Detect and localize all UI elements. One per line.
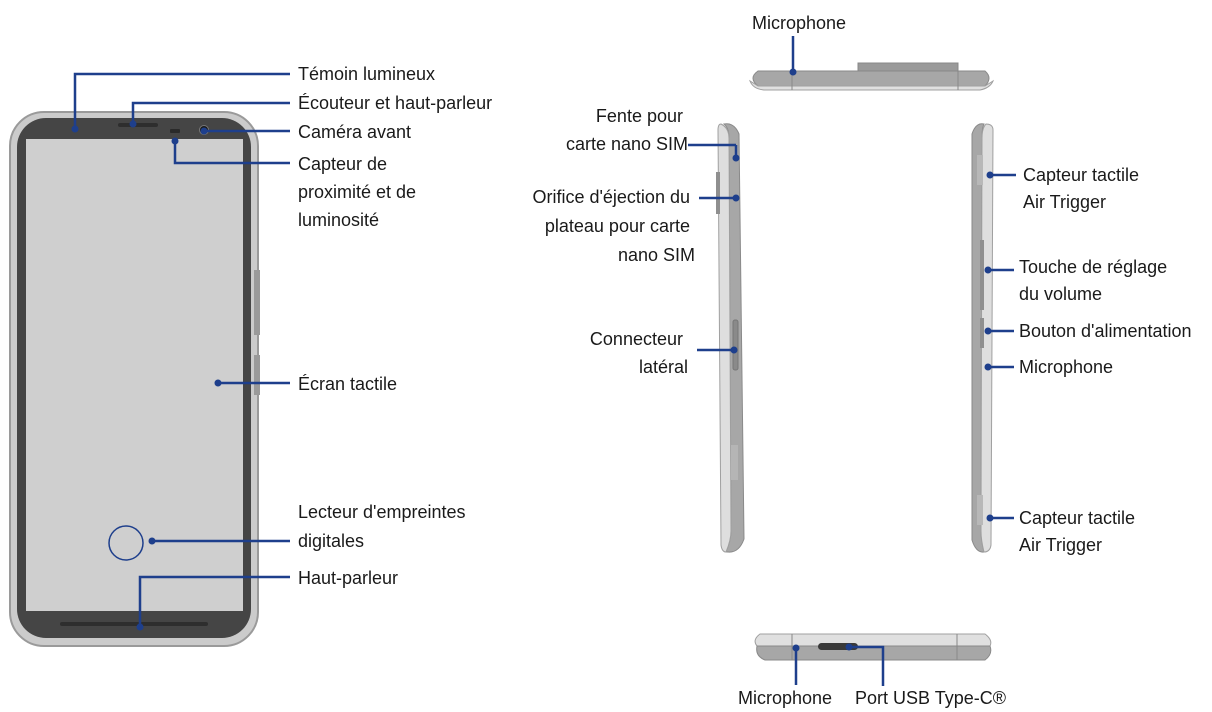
dot-top-microphone bbox=[789, 68, 797, 76]
dot-side-connector bbox=[730, 346, 738, 354]
label-right-microphone: Microphone bbox=[1019, 357, 1113, 377]
leader-speaker bbox=[138, 575, 290, 627]
label-front-camera: Caméra avant bbox=[298, 122, 411, 142]
dot-front-camera bbox=[200, 127, 208, 135]
top-view bbox=[749, 62, 995, 91]
label-bottom-microphone: Microphone bbox=[738, 688, 832, 708]
top-edge-highlight bbox=[749, 79, 995, 91]
label-usb-port: Port USB Type-C® bbox=[855, 688, 1006, 708]
dot-air-trigger-top bbox=[986, 171, 994, 179]
bottom-edge-highlight bbox=[754, 633, 992, 647]
leader-usb-port bbox=[849, 645, 885, 686]
label-touchscreen: Écran tactile bbox=[298, 374, 397, 394]
right-air-trigger-bottom-mark bbox=[977, 495, 983, 525]
right-power-button bbox=[980, 318, 984, 348]
dot-earpiece-speaker bbox=[129, 120, 137, 128]
dot-air-trigger-bottom bbox=[986, 514, 994, 522]
earpiece-slot bbox=[118, 123, 158, 127]
label-speaker: Haut-parleur bbox=[298, 568, 398, 588]
front-side-button-lower bbox=[254, 355, 260, 395]
left-side-vent bbox=[731, 445, 738, 480]
dot-indicator-light bbox=[71, 125, 79, 133]
dot-fingerprint bbox=[148, 537, 156, 545]
dot-proximity-sensor bbox=[171, 137, 179, 145]
front-side-button-upper bbox=[254, 270, 260, 335]
leader-indicator-light bbox=[73, 72, 290, 129]
label-proximity-sensor: Capteur de proximité et de luminosité bbox=[298, 154, 421, 230]
left-side-view bbox=[716, 123, 745, 553]
dot-power-button bbox=[984, 327, 992, 335]
dot-volume-key bbox=[984, 266, 992, 274]
left-side-highlight bbox=[717, 123, 732, 553]
right-air-trigger-top-mark bbox=[977, 155, 983, 185]
bottom-edge-body bbox=[756, 645, 992, 661]
label-power-button: Bouton d'alimentation bbox=[1019, 321, 1192, 341]
right-volume-button bbox=[980, 240, 984, 310]
label-air-trigger-top: Capteur tactile Air Trigger bbox=[1023, 165, 1144, 212]
dot-sim-slot bbox=[732, 154, 740, 162]
front-view bbox=[9, 111, 260, 647]
right-side-highlight bbox=[980, 123, 994, 553]
bottom-speaker-slot bbox=[60, 622, 208, 626]
top-edge-body bbox=[752, 70, 990, 87]
label-sim-slot: Fente pour carte nano SIM bbox=[566, 106, 688, 154]
left-side-button bbox=[716, 172, 720, 214]
label-top-microphone: Microphone bbox=[752, 13, 846, 33]
label-side-connector: Connecteur latéral bbox=[590, 329, 688, 377]
proximity-sensor-slot bbox=[170, 129, 180, 133]
label-indicator-light: Témoin lumineux bbox=[298, 64, 435, 84]
label-fingerprint-sensor: Lecteur d'empreintes digitales bbox=[298, 502, 471, 551]
dot-right-microphone bbox=[984, 363, 992, 371]
dot-usb-port bbox=[845, 643, 853, 651]
label-air-trigger-bottom: Capteur tactile Air Trigger bbox=[1019, 508, 1140, 555]
label-sim-eject-hole: Orifice d'éjection du plateau pour carte… bbox=[532, 187, 695, 265]
dot-speaker bbox=[136, 623, 144, 631]
dot-bottom-microphone bbox=[792, 644, 800, 652]
leader-earpiece-speaker bbox=[131, 101, 290, 124]
phone-screen bbox=[26, 139, 243, 611]
label-earpiece-speaker: Écouteur et haut-parleur bbox=[298, 93, 492, 113]
bottom-view bbox=[754, 633, 992, 661]
fingerprint-circle bbox=[108, 525, 144, 561]
dot-sim-eject bbox=[732, 194, 740, 202]
leader-proximity-sensor bbox=[173, 141, 290, 165]
label-volume-key: Touche de réglage du volume bbox=[1019, 257, 1172, 304]
top-edge-raised-part bbox=[857, 62, 959, 72]
left-side-connector-slot bbox=[732, 319, 739, 371]
dot-touchscreen bbox=[214, 379, 222, 387]
right-side-view bbox=[971, 123, 994, 553]
